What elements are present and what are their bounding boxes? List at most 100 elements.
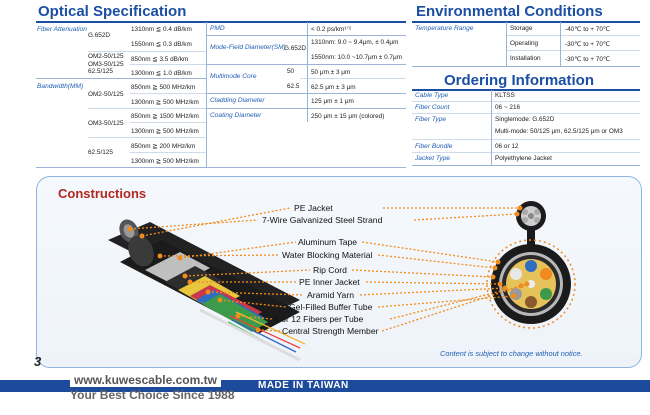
grid-line	[560, 22, 561, 66]
grid-line	[412, 113, 640, 114]
ordering-value-fiber-type-mm: Multi-mode: 50/125 μm, 62.5/125 μm or OM…	[495, 128, 623, 135]
storage-value: -40℃ to + 70℃	[565, 26, 611, 33]
grid-line	[206, 35, 406, 36]
fiber-attenuation-label: Fiber Attenuation	[37, 26, 87, 33]
grid-line	[206, 108, 406, 109]
ordering-value-fiber-count: 06 ~ 216	[495, 104, 521, 111]
f625-label: 62.5/125	[88, 149, 113, 156]
grid-line	[506, 22, 507, 66]
made-in-taiwan: MADE IN TAIWAN	[258, 380, 349, 391]
disclaimer-note: Content is subject to change without not…	[440, 349, 583, 358]
bw-om3-1300: 1300nm ≧ 500 MHz/km	[131, 128, 199, 135]
ordering-label-fiber-type: Fiber Type	[415, 116, 447, 123]
page-number: 3	[34, 354, 42, 369]
grid-line	[130, 93, 206, 94]
att-1310: 1310nm ≦ 0.4 dB/km	[131, 26, 192, 33]
ordering-title-rule	[412, 89, 640, 91]
core-50: 50	[287, 68, 295, 75]
grid-line	[412, 139, 640, 140]
ordering-value-cable-type: KLTSS	[495, 92, 515, 99]
ordering-label-jacket-type: Jacket Type	[415, 155, 451, 162]
label-aramid-yarn: Aramid Yarn	[307, 290, 354, 300]
grid-line	[300, 78, 406, 79]
mfd-1550: 1550nm: 10.0 ~10.7μm ± 0.7μm	[311, 54, 402, 61]
label-pe-jacket: PE Jacket	[294, 203, 333, 213]
label-pe-inner-jacket: PE Inner Jacket	[299, 277, 360, 287]
cable-cutaway	[108, 219, 306, 362]
core-625-value: 62.5 μm ± 3 μm	[311, 84, 356, 91]
bw-om2-1300: 1300nm ≧ 500 MHz/km	[131, 99, 199, 106]
pmd-value: < 0.2 ps/km¹ᐟ²	[311, 26, 352, 33]
leader-lines	[129, 207, 528, 332]
operating-value: -30℃ to + 70℃	[565, 41, 611, 48]
bw-om3-850: 850nm ≧ 1500 MHz/km	[131, 113, 199, 120]
ordering-value-fiber-type-sm: Singlemode: G.652D	[495, 116, 555, 123]
installation-value: -30℃ to + 70℃	[565, 56, 611, 63]
label-buffer-tube: Gel-Filled Buffer Tube	[289, 302, 373, 312]
grid-line	[506, 35, 640, 36]
om-label: OM2-50/125 OM3-50/125 62.5/125	[88, 53, 124, 75]
ordering-label-fiber-bundle: Fiber Bundle	[415, 143, 453, 150]
operating-label: Operating	[510, 40, 539, 47]
label-steel-strand: 7-Wire Galvanized Steel Strand	[262, 215, 383, 225]
label-aluminum-tape: Aluminum Tape	[298, 237, 358, 247]
mfd-1310: 1310nm: 9.0 ~ 9.4μm, ± 0.4μm	[311, 39, 399, 46]
optical-spec-title: Optical Specification	[38, 3, 187, 20]
grid-line	[206, 22, 207, 167]
bw-625-850: 850nm ≧ 200 MHz/km	[131, 143, 196, 150]
constructions-title: Constructions	[58, 186, 147, 201]
label-fibers-per-tube: 6 or 12 Fibers per Tube	[274, 314, 364, 324]
grid-line	[412, 152, 640, 153]
grid-line	[412, 101, 640, 102]
grid-line	[412, 165, 640, 166]
grid-line	[206, 93, 406, 94]
ordering-value-jacket-type: Polyethylene Jacket	[495, 155, 552, 162]
ordering-value-fiber-bundle: 06 or 12	[495, 143, 519, 150]
grid-line	[88, 137, 206, 138]
grid-line	[36, 78, 206, 79]
leader-dots	[127, 205, 530, 333]
optical-title-rule	[36, 21, 406, 23]
grid-line	[88, 108, 206, 109]
footer-slogan: Your Best Choice Since 1988	[70, 388, 235, 402]
ordering-label-cable-type: Cable Type	[415, 92, 449, 99]
coating-label: Coating Diameter	[210, 112, 262, 119]
mfd-label: Mode-Field Diameter(SM)	[210, 44, 286, 51]
label-water-blocking: Water Blocking Material	[282, 250, 373, 260]
cladding-value: 125 μm ± 1 μm	[311, 98, 354, 105]
grid-line	[36, 167, 406, 168]
grid-line	[491, 90, 492, 165]
bandwidth-label: Bandwidth(MM)	[37, 83, 84, 90]
env-title-rule	[412, 21, 640, 23]
grid-line	[506, 50, 640, 51]
att-1550: 1550nm ≦ 0.3 dB/km	[131, 41, 192, 48]
bw-625-1300: 1300nm ≧ 500 MHz/km	[131, 158, 199, 165]
installation-label: Installation	[510, 55, 541, 62]
temp-range-label: Temperature Range	[415, 25, 474, 32]
label-rip-cord: Rip Cord	[313, 265, 347, 275]
env-title: Environmental Conditions	[416, 3, 603, 20]
g652d-label: G.652D	[88, 32, 111, 39]
om2-label: OM2-50/125	[88, 91, 124, 98]
label-central-strength: Central Strength Member	[282, 326, 379, 336]
cable-cross-section	[486, 201, 576, 329]
om3-label: OM3-50/125	[88, 120, 124, 127]
cable-illustration	[108, 201, 576, 362]
core-625: 62.5	[287, 83, 300, 90]
att-850: 850nm ≦ 3.5 dB/km	[131, 56, 189, 63]
grid-line	[412, 66, 640, 67]
bw-om2-850: 850nm ≧ 500 MHz/km	[131, 84, 196, 91]
grid-line	[130, 64, 206, 65]
grid-line	[206, 64, 406, 65]
ordering-label-fiber-count: Fiber Count	[415, 104, 450, 111]
att-1300: 1300nm ≦ 1.0 dB/km	[131, 70, 192, 77]
grid-line	[130, 122, 206, 123]
mfd-g652d: G.652D	[284, 45, 307, 52]
grid-line	[130, 152, 206, 153]
core-50-value: 50 μm ± 3 μm	[311, 69, 351, 76]
ordering-title: Ordering Information	[444, 72, 594, 89]
coating-value: 250 μm ± 15 μm (colored)	[311, 113, 385, 120]
storage-label: Storage	[510, 25, 533, 32]
pmd-label: PMD	[210, 25, 225, 32]
mm-core-label: Multimode Core	[210, 73, 257, 80]
